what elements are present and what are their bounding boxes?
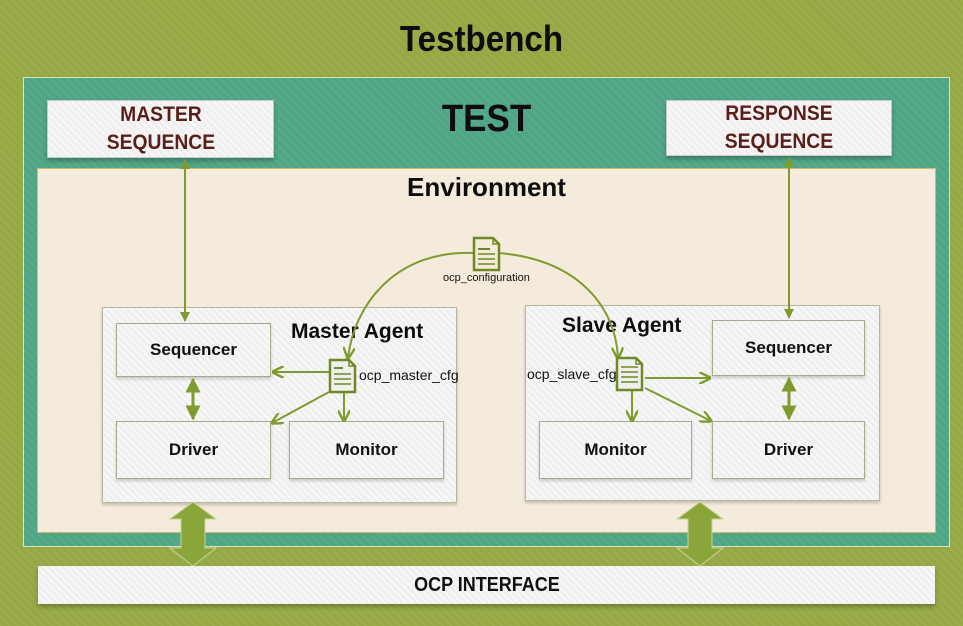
master-sequence-box[interactable]: MASTER SEQUENCE [47,100,274,158]
master-sequence-line2: SEQUENCE [106,131,215,154]
slave-config-label: ocp_slave_cfg [527,366,617,382]
response-sequence-line1: RESPONSE [725,102,833,125]
slave-agent-label: Slave Agent [562,314,682,337]
test-label: TEST [441,98,532,140]
testbench-title: Testbench [399,18,564,59]
slave-sequencer-box[interactable]: Sequencer [712,320,865,376]
master-sequencer-box[interactable]: Sequencer [116,323,271,377]
slave-monitor-box[interactable]: Monitor [539,421,692,479]
ocp-configuration-label: ocp_configuration [443,272,530,284]
master-config-label: ocp_master_cfg [359,367,459,383]
master-monitor-box[interactable]: Monitor [289,421,444,479]
master-sequence-line1: MASTER [119,103,202,126]
master-driver-box[interactable]: Driver [116,421,271,479]
master-agent-label: Master Agent [291,320,424,343]
ocp-interface-box[interactable]: OCP INTERFACE [38,566,935,604]
response-sequence-line2: SEQUENCE [724,130,834,153]
ocp-interface-label: OCP INTERFACE [413,573,560,596]
environment-label: Environment [407,172,566,202]
slave-driver-box[interactable]: Driver [712,421,865,479]
response-sequence-box[interactable]: RESPONSE SEQUENCE [666,100,892,156]
